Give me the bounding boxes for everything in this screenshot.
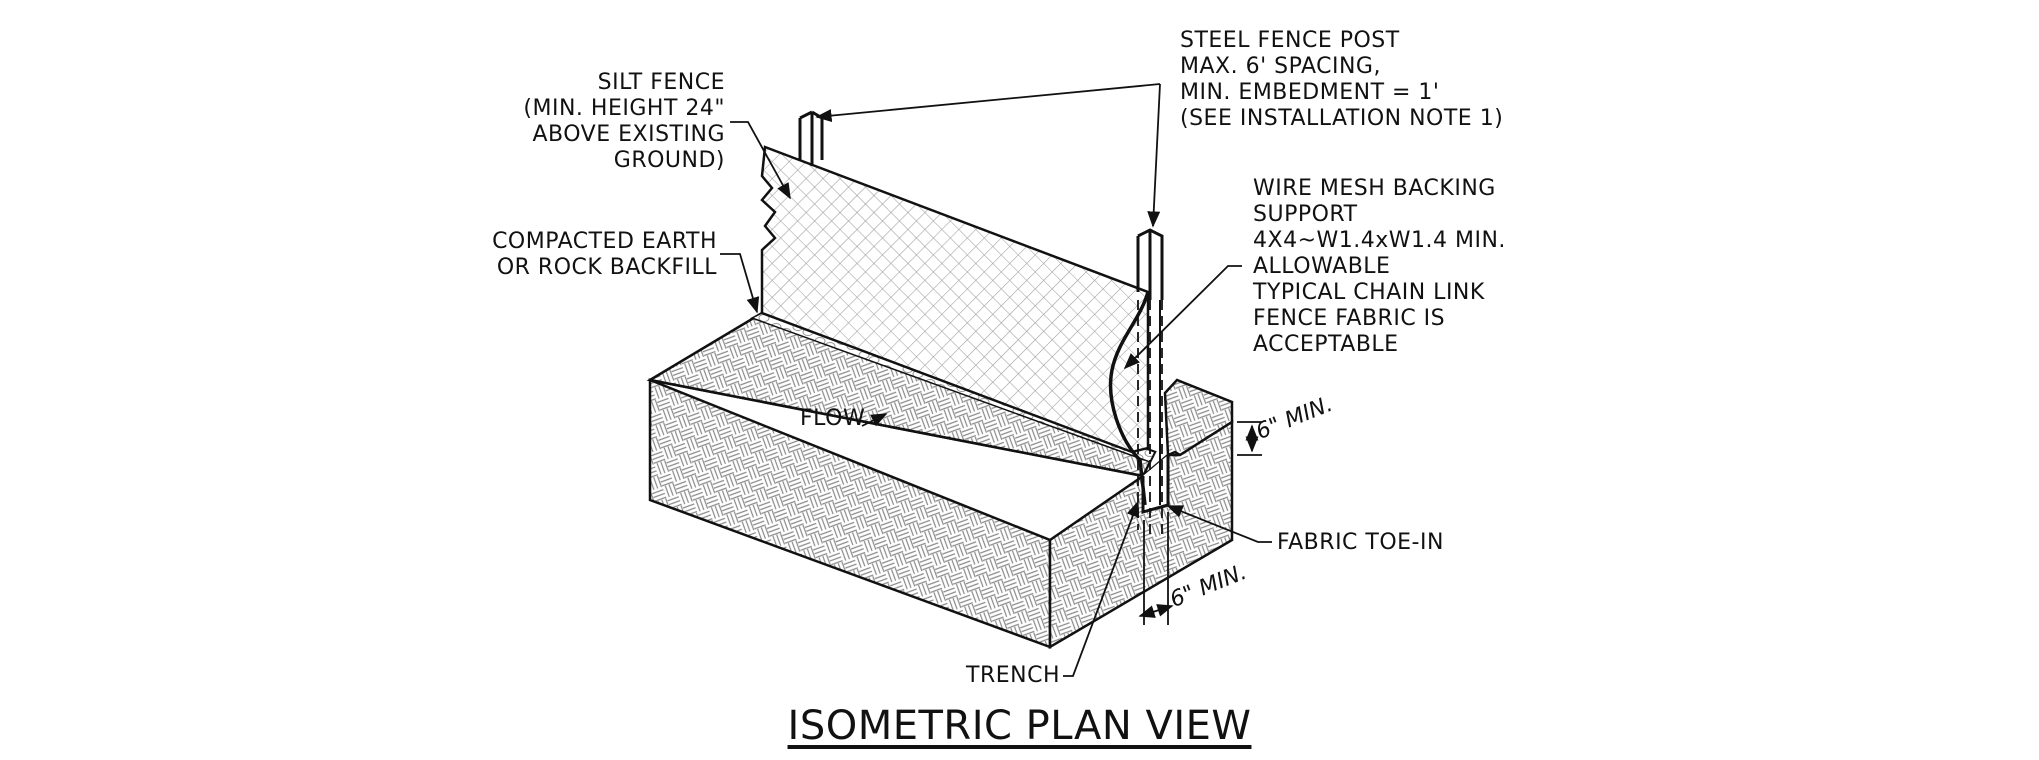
backfill-strip (750, 312, 1157, 463)
fabric-curl (1108, 291, 1150, 506)
trench-label: TRENCH (966, 663, 1060, 688)
silt-fence-label: SILT FENCE (MIN. HEIGHT 24" ABOVE EXISTI… (523, 70, 725, 173)
wire-mesh-label: WIRE MESH BACKING SUPPORT 4X4~W1.4xW1.4 … (1253, 176, 1506, 357)
silt-fence-fabric (760, 145, 1161, 506)
dimensions (1138, 421, 1262, 625)
drawing-title: ISOMETRIC PLAN VIEW (787, 703, 1252, 749)
backfill-label: COMPACTED EARTH OR ROCK BACKFILL (492, 229, 717, 280)
steel-post-rear (798, 110, 824, 166)
leader-lines (720, 83, 1272, 677)
earth-right-face (1048, 419, 1234, 650)
fabric-toe-in-label: FABRIC TOE-IN (1277, 530, 1444, 555)
steel-post-front (1136, 228, 1164, 300)
flow-label: FLOW (800, 406, 866, 431)
steel-post-label: STEEL FENCE POST MAX. 6' SPACING, MIN. E… (1180, 28, 1504, 131)
steel-posts (798, 110, 1164, 540)
